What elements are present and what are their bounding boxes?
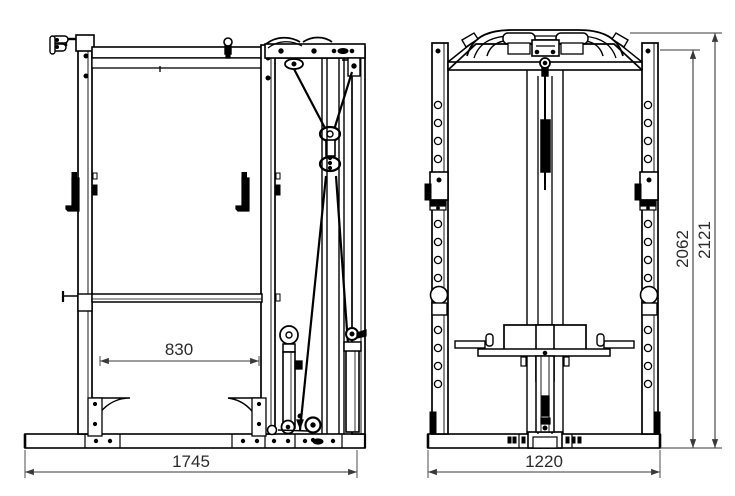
front-view-seat-assembly xyxy=(454,324,635,433)
side-view-group xyxy=(23,34,367,449)
dimension-upright-height: 2062 xyxy=(660,49,700,449)
front-view-base-rail xyxy=(426,431,662,449)
front-view-lat-handle-assembly xyxy=(461,29,629,77)
dim-label-1220: 1220 xyxy=(525,452,563,471)
front-view-right-upright xyxy=(634,42,661,435)
dimension-overall-depth: 1745 xyxy=(24,450,358,478)
dim-label-2121: 2121 xyxy=(695,221,714,259)
front-view-group xyxy=(424,29,662,449)
side-view-top-pulley-bridge xyxy=(223,36,366,77)
side-view-left-upright xyxy=(61,41,131,437)
side-view-center-upright xyxy=(227,44,281,437)
side-view-base-rail xyxy=(23,433,367,449)
dim-label-1745: 1745 xyxy=(172,452,210,471)
front-view-left-upright xyxy=(424,42,449,435)
side-view-guide-rods xyxy=(321,58,345,434)
dimension-overall-height: 2121 xyxy=(630,32,722,449)
side-view-mid-crossmember xyxy=(91,293,263,303)
side-view-adjustable-arm xyxy=(296,327,367,433)
dimension-overall-width: 1220 xyxy=(427,450,661,478)
side-view-top-left-attachment xyxy=(49,34,95,79)
side-view-low-pulley-post xyxy=(266,325,322,436)
side-view-floating-pulleys xyxy=(318,125,342,173)
dimension-inner-width: 830 xyxy=(99,340,260,366)
dim-label-2062: 2062 xyxy=(673,230,692,268)
dim-label-830: 830 xyxy=(165,340,193,359)
